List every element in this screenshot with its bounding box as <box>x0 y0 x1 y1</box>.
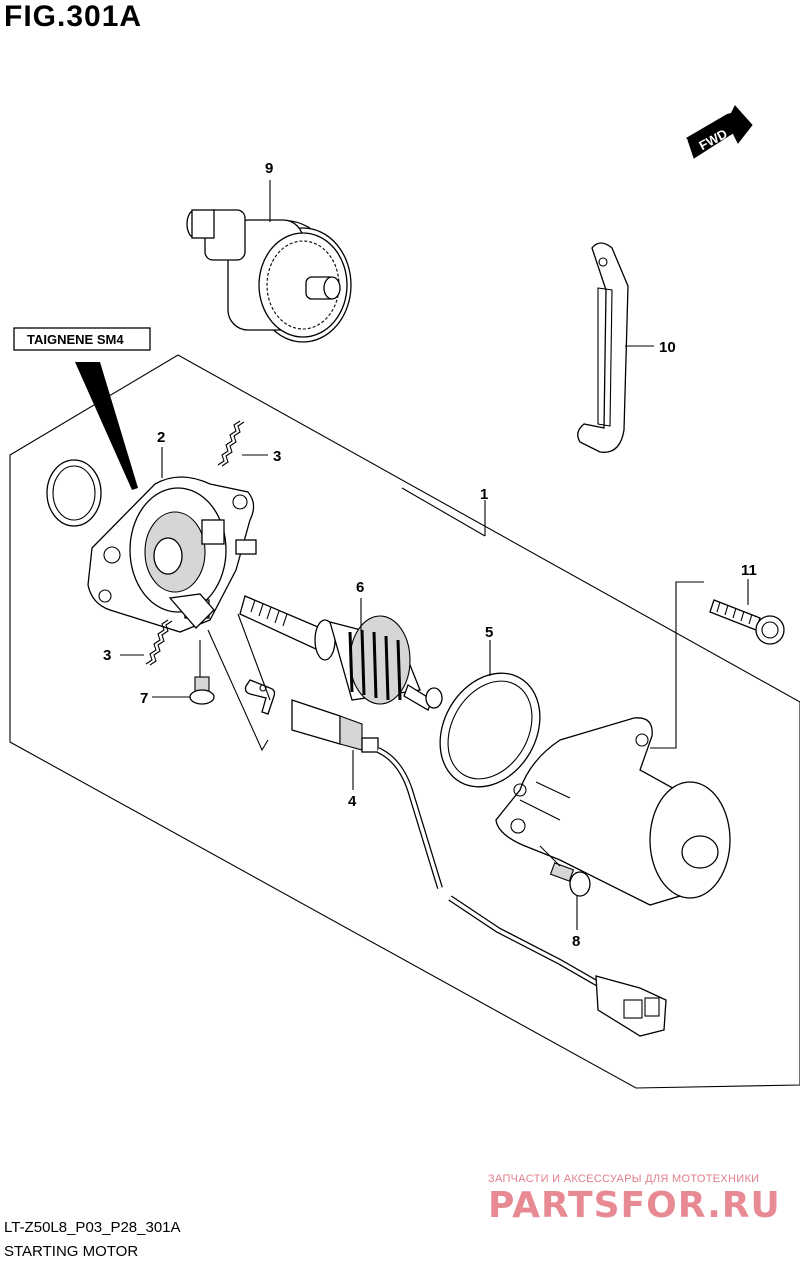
callout-11: 11 <box>741 562 757 579</box>
callout-3-lower: 3 <box>103 647 111 664</box>
figure-name: STARTING MOTOR <box>4 1243 139 1260</box>
part-3-spring-lower <box>145 619 173 666</box>
o-ring-left <box>46 459 102 527</box>
part-4-wire-lead <box>244 679 667 1037</box>
part-3-spring-upper <box>217 420 245 467</box>
watermark-logo: PARTSFOR.RU <box>488 1185 781 1226</box>
part-11-bolt <box>709 599 785 645</box>
part-9-starter-gear <box>186 209 352 343</box>
note-box: TAIGNENE SM4 <box>13 327 151 351</box>
callout-7: 7 <box>140 690 148 707</box>
callout-9: 9 <box>265 160 273 177</box>
callout-10: 10 <box>659 339 676 356</box>
watermark-subtitle: ЗАПЧАСТИ И АКСЕССУАРЫ ДЛЯ МОТОТЕХНИКИ <box>488 1173 760 1185</box>
figure-title: FIG.301A <box>4 0 143 33</box>
part-8-screw <box>549 862 591 897</box>
note-box-label: TAIGNENE SM4 <box>27 332 124 347</box>
part-7-screw <box>189 676 215 705</box>
leader-lines <box>120 180 749 930</box>
part-5-o-ring <box>439 672 541 788</box>
callout-1: 1 <box>480 486 488 503</box>
callout-5: 5 <box>485 624 493 641</box>
fwd-arrow-icon: FWD <box>686 105 753 159</box>
callout-6: 6 <box>356 579 364 596</box>
callout-8: 8 <box>572 933 580 950</box>
callout-3-upper: 3 <box>273 448 281 465</box>
starter-motor-housing <box>495 717 731 906</box>
callout-4: 4 <box>348 793 357 810</box>
assembly-frame <box>9 354 800 1089</box>
part-2-end-cover <box>87 476 257 633</box>
note-leader-icon <box>75 362 138 490</box>
figure-code: LT-Z50L8_P03_P28_301A <box>4 1219 181 1236</box>
callout-2: 2 <box>157 429 165 446</box>
part-6-armature <box>239 595 443 711</box>
part-10-bracket <box>577 242 629 453</box>
